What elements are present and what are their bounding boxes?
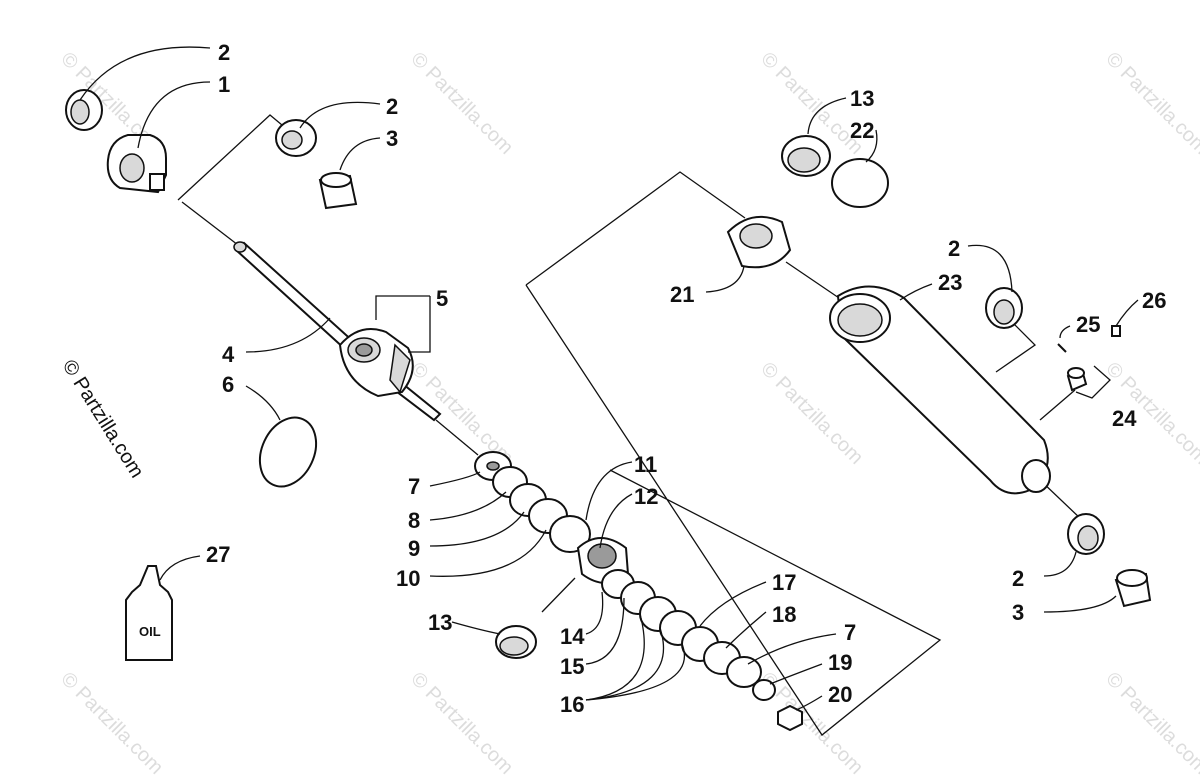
callout-label: 25 <box>1076 312 1100 337</box>
seal-ring-lower <box>495 625 537 659</box>
callout-label: 2 <box>948 236 960 261</box>
valve-pin <box>1057 343 1067 353</box>
bushing-top-left <box>65 89 103 131</box>
callout-label: 2 <box>386 94 398 119</box>
shaft-eye <box>106 134 167 194</box>
callout-label: 27 <box>206 542 230 567</box>
callout-label: 4 <box>222 342 235 367</box>
callout-label: 20 <box>828 682 852 707</box>
oil-bottle-label: OIL <box>139 624 161 639</box>
callout-label: 2 <box>1012 566 1024 591</box>
callout-label: 19 <box>828 650 852 675</box>
bushing-right-upper <box>985 287 1023 329</box>
watermark: © Partzilla.com <box>406 48 517 159</box>
callout-label: 12 <box>634 484 658 509</box>
callout-labels: 2 1 2 3 5 4 6 7 8 9 10 11 12 13 14 15 16… <box>206 40 1166 717</box>
callout-label: 7 <box>408 474 420 499</box>
callout-label: 7 <box>844 620 856 645</box>
callout-label: 9 <box>408 536 420 561</box>
shock-shaft <box>233 241 442 422</box>
callout-label: 8 <box>408 508 420 533</box>
watermark: © Partzilla.com <box>1101 48 1200 159</box>
watermark: © Partzilla.com <box>756 358 867 469</box>
oil-bottle: OIL <box>125 565 173 661</box>
seal-ring-upper <box>781 135 831 177</box>
callout-label: 10 <box>396 566 420 591</box>
watermark: © Partzilla.com <box>1101 668 1200 775</box>
callout-label: 13 <box>850 86 874 111</box>
o-ring <box>258 416 318 488</box>
callout-label: 13 <box>428 610 452 635</box>
callout-label: 3 <box>386 126 398 151</box>
callout-label: 26 <box>1142 288 1166 313</box>
callout-label: 11 <box>634 452 657 477</box>
callout-leaders <box>79 46 1139 711</box>
piston-housing <box>338 328 414 398</box>
watermark: © Partzilla.com <box>56 668 167 775</box>
valve-stem <box>1066 367 1088 392</box>
callout-label: 15 <box>560 654 584 679</box>
watermark: © Partzilla.com <box>406 668 517 775</box>
callout-label: 23 <box>938 270 962 295</box>
o-ring-upper <box>831 158 889 208</box>
callout-label: 14 <box>560 624 585 649</box>
callout-label: 1 <box>218 72 230 97</box>
valve-cap <box>1111 325 1121 337</box>
shock-body <box>829 285 1051 495</box>
callout-label: 22 <box>850 118 874 143</box>
sleeve-upper-middle <box>318 172 358 210</box>
bushing-right-lower <box>1067 513 1105 555</box>
watermark-layer: © Partzilla.com © Partzilla.com © Partzi… <box>56 48 1200 775</box>
seal-head <box>726 215 792 269</box>
sleeve-right-lower <box>1114 569 1152 608</box>
callout-label: 24 <box>1112 406 1137 431</box>
callout-label: 17 <box>772 570 796 595</box>
bushing-upper-middle <box>275 119 317 157</box>
watermark: © Partzilla.com <box>406 358 517 469</box>
side-credit: © Partzilla.com <box>58 356 148 482</box>
callout-label: 5 <box>436 286 448 311</box>
callout-label: 21 <box>670 282 694 307</box>
callout-label: 3 <box>1012 600 1024 625</box>
shim-stack-lower <box>601 569 803 732</box>
shim-stack-upper <box>474 451 591 553</box>
callout-label: 6 <box>222 372 234 397</box>
callout-label: 18 <box>772 602 796 627</box>
callout-label: 16 <box>560 692 584 717</box>
callout-label: 2 <box>218 40 230 65</box>
